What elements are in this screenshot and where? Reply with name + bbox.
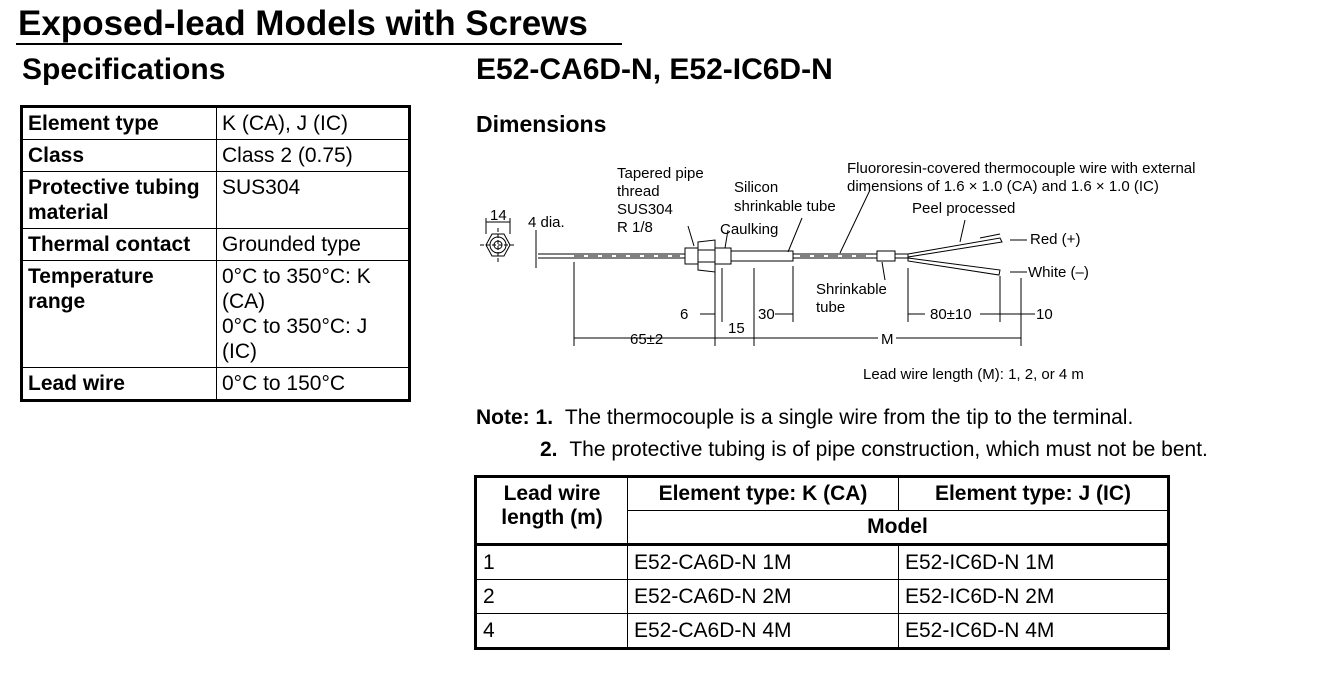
label-shrinkable-tube: tube xyxy=(816,299,845,316)
peel-marker xyxy=(979,233,1001,239)
spec-row: Lead wire 0°C to 150°C xyxy=(21,367,410,401)
dim-label-30: 30 xyxy=(758,306,775,323)
spec-row: Temperature range 0°C to 350°C: K (CA) 0… xyxy=(21,260,410,368)
leader-tapered xyxy=(687,225,695,247)
spec-value: 0°C to 350°C: K (CA) 0°C to 350°C: J (IC… xyxy=(216,260,410,368)
label-silicon-tube: shrinkable tube xyxy=(734,198,836,215)
dim-label-80: 80±10 xyxy=(930,306,972,323)
spec-row: Class Class 2 (0.75) xyxy=(21,139,410,172)
dim-label-10: 10 xyxy=(1036,306,1053,323)
dim-label-6: 6 xyxy=(680,306,688,323)
table-row: 4 E52-CA6D-N 4M E52-IC6D-N 4M xyxy=(475,613,1169,649)
spec-value: 0°C to 150°C xyxy=(216,367,410,401)
label-peel: Peel processed xyxy=(912,200,1015,217)
note-text: The thermocouple is a single wire from t… xyxy=(564,406,1134,429)
spec-value: Class 2 (0.75) xyxy=(216,139,410,172)
silicon-tube xyxy=(730,250,794,262)
spec-row: Element type K (CA), J (IC) xyxy=(21,106,410,140)
model-table: Lead wire length (m) Element type: K (CA… xyxy=(474,475,1170,650)
caulking-sleeve xyxy=(714,247,732,265)
white-wire xyxy=(907,257,1001,276)
thread-body xyxy=(684,247,699,265)
cell-model-k: E52-CA6D-N 2M xyxy=(627,579,899,614)
leader-fluoro xyxy=(839,189,871,254)
specifications-heading: Specifications xyxy=(22,53,226,86)
spec-value: Grounded type xyxy=(216,228,410,261)
label-white: White (–) xyxy=(1028,264,1089,281)
label-red: Red (+) xyxy=(1030,231,1080,248)
cell-model-k: E52-CA6D-N 4M xyxy=(627,613,899,649)
dim-label-15: 15 xyxy=(728,320,745,337)
label-thread: thread xyxy=(617,183,660,200)
note-lead: Note: xyxy=(476,406,530,429)
note-item: Note: 1. The thermocouple is a single wi… xyxy=(476,402,1208,434)
note-item: 2. The protective tubing is of pipe cons… xyxy=(476,434,1208,466)
label-fluoro-line1: Fluororesin-covered thermocouple wire wi… xyxy=(847,160,1196,177)
dimensions-heading: Dimensions xyxy=(476,111,607,137)
spec-label: Protective tubing material xyxy=(21,171,217,229)
note-text: The protective tubing is of pipe constru… xyxy=(569,438,1208,461)
label-fluoro-line2: dimensions of 1.6 × 1.0 (CA) and 1.6 × 1… xyxy=(847,178,1159,195)
dim-label-65: 65±2 xyxy=(630,331,663,348)
spec-label: Temperature range xyxy=(21,260,217,368)
spec-row: Thermal contact Grounded type xyxy=(21,228,410,261)
label-r18: R 1/8 xyxy=(617,219,653,236)
spec-label: Class xyxy=(21,139,217,172)
model-table-header: Lead wire length (m) Element type: K (CA… xyxy=(475,476,1169,546)
dim-label-m: M xyxy=(881,331,894,348)
col-header-j: Element type: J (IC) xyxy=(898,476,1169,511)
leader-shrinkable xyxy=(881,261,886,281)
specifications-table: Element type K (CA), J (IC) Class Class … xyxy=(20,105,411,402)
spec-value: SUS304 xyxy=(216,171,410,229)
title-underline xyxy=(16,43,622,45)
spec-label: Element type xyxy=(21,106,217,140)
cell-model-k: E52-CA6D-N 1M xyxy=(627,544,899,580)
cell-length: 1 xyxy=(475,544,628,580)
label-tapered-pipe: Tapered pipe xyxy=(617,165,704,182)
label-silicon: Silicon xyxy=(734,179,778,196)
cell-length: 2 xyxy=(475,579,628,614)
note-number: 2. xyxy=(540,438,558,461)
spec-label: Lead wire xyxy=(21,367,217,401)
label-caulking: Caulking xyxy=(720,221,778,238)
shrinkable-tube xyxy=(876,250,896,262)
col-header-length: Lead wire length (m) xyxy=(475,476,628,546)
col-header-model: Model xyxy=(627,510,1169,546)
label-sus304: SUS304 xyxy=(617,201,673,218)
cell-model-j: E52-IC6D-N 1M xyxy=(898,544,1169,580)
model-table-subheader: Model xyxy=(476,510,1169,546)
spec-value-line: 0°C to 350°C: J (IC) xyxy=(222,315,368,363)
leader-silicon xyxy=(787,217,803,253)
dimensions-diagram: Tapered pipe thread SUS304 R 1/8 Silicon… xyxy=(480,160,1196,383)
note-number: 1. xyxy=(535,406,554,429)
notes-block: Note: 1. The thermocouple is a single wi… xyxy=(476,402,1208,466)
hex-nut-side xyxy=(697,239,716,273)
label-dim-14: 14 xyxy=(490,207,507,224)
spec-label: Thermal contact xyxy=(21,228,217,261)
cell-length: 4 xyxy=(475,613,628,649)
spec-value-line: 0°C to 350°C: K (CA) xyxy=(222,265,371,313)
leader-peel xyxy=(959,219,966,243)
page-title: Exposed-lead Models with Screws xyxy=(18,4,588,43)
spec-value: K (CA), J (IC) xyxy=(216,106,410,140)
red-wire xyxy=(907,237,1003,258)
spec-row: Protective tubing material SUS304 xyxy=(21,171,410,229)
col-header-k: Element type: K (CA) xyxy=(627,476,899,511)
cell-model-j: E52-IC6D-N 2M xyxy=(898,579,1169,614)
leader-caulking xyxy=(724,229,729,249)
cell-model-j: E52-IC6D-N 4M xyxy=(898,613,1169,649)
model-heading: E52-CA6D-N, E52-IC6D-N xyxy=(476,53,833,86)
lead-length-note: Lead wire length (M): 1, 2, or 4 m xyxy=(863,366,1084,383)
label-shrinkable: Shrinkable xyxy=(816,281,887,298)
table-row: 2 E52-CA6D-N 2M E52-IC6D-N 2M xyxy=(475,579,1169,614)
table-row: 1 E52-CA6D-N 1M E52-IC6D-N 1M xyxy=(475,544,1169,580)
label-dia: 4 dia. xyxy=(528,214,565,231)
